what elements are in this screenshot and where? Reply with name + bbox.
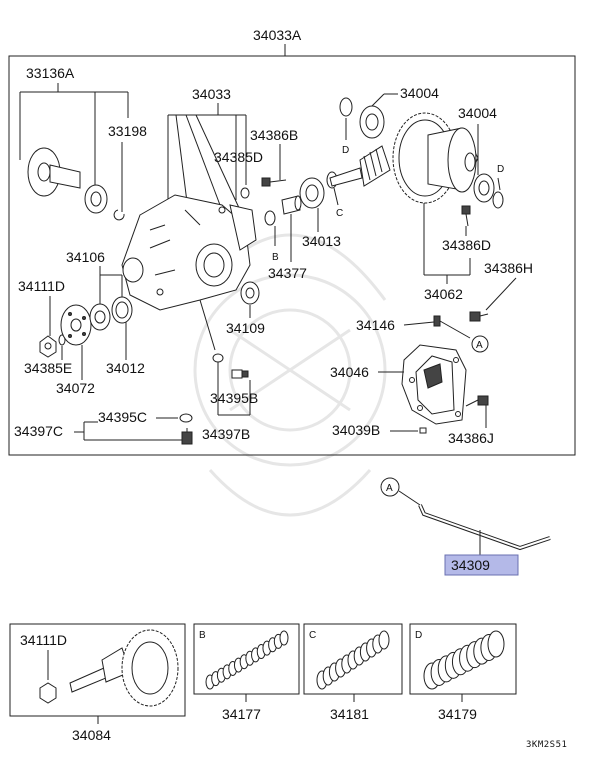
box-D-letter: D — [415, 630, 422, 641]
ref-circle-A-2 — [380, 477, 400, 497]
shim-ring — [487, 630, 505, 658]
oil-seal-33136 — [84, 184, 108, 214]
callout-34039B: 34039B — [332, 422, 380, 438]
letter-D-left: D — [342, 145, 349, 156]
callout-34111D-sub: 34111D — [20, 632, 67, 648]
callout-34004-right: 34004 — [458, 105, 497, 121]
vent-hose-34309 — [418, 504, 551, 551]
bearing-34012 — [111, 296, 133, 324]
box-D — [409, 623, 517, 695]
callout-33136A: 33136A — [26, 65, 75, 81]
bolt-34386J — [465, 395, 489, 407]
callout-34377: 34377 — [268, 265, 307, 281]
letter-C: C — [336, 208, 343, 219]
callout-34012: 34012 — [106, 360, 145, 376]
breather-34146 — [433, 315, 471, 339]
assembly-label: 34033A — [253, 27, 302, 43]
callout-34177: 34177 — [222, 706, 261, 722]
diagram-code: 3KM2S51 — [526, 740, 567, 750]
box-C — [303, 623, 403, 695]
shim-set-D — [423, 630, 505, 690]
callout-34386B: 34386B — [250, 127, 298, 143]
seal-34109 — [240, 281, 260, 305]
plug-34397B — [181, 428, 193, 445]
oil-seal-34106 — [89, 303, 111, 331]
shim-D-left — [339, 97, 353, 117]
callout-34033: 34033 — [192, 86, 231, 102]
shim-ring — [378, 630, 390, 650]
callout-34385E: 34385E — [24, 360, 72, 376]
callout-34395C: 34395C — [98, 409, 147, 425]
shim-D-right — [492, 191, 504, 209]
bearing-34004-left — [359, 105, 385, 139]
letter-D-right: D — [497, 164, 504, 175]
companion-flange — [27, 147, 81, 197]
plug-34395B — [231, 369, 249, 379]
ring-pinion-set — [69, 629, 179, 707]
shim-set-C — [316, 630, 390, 690]
callout-34106: 34106 — [66, 249, 105, 265]
callout-34181: 34181 — [330, 706, 369, 722]
bolt-34386H — [469, 311, 489, 322]
callout-34386J: 34386J — [448, 430, 494, 446]
callout-34179: 34179 — [438, 706, 477, 722]
callout-34146: 34146 — [356, 317, 395, 333]
pinion-nut — [39, 682, 57, 704]
callout-34386D: 34386D — [442, 237, 491, 253]
callout-34309-highlight — [444, 554, 519, 576]
rear-cover-34046 — [401, 344, 467, 425]
watermark-emblem — [193, 233, 387, 517]
callout-34004-left: 34004 — [400, 85, 439, 101]
bearing-34004-right — [473, 173, 495, 203]
bearing-34013 — [299, 177, 325, 209]
bolt-34386D — [461, 205, 471, 227]
callout-34046: 34046 — [330, 364, 369, 380]
shim-ring — [279, 630, 289, 646]
shim-set-B — [205, 630, 289, 690]
box-B-letter: B — [199, 630, 206, 641]
gasket-34395B-a — [212, 353, 224, 363]
callout-34084: 34084 — [72, 727, 111, 743]
washer-34385D — [240, 187, 250, 199]
snap-ring-33198 — [113, 209, 125, 221]
callout-34013: 34013 — [302, 233, 341, 249]
differential-case — [427, 127, 479, 193]
callout-34309: 34309 — [451, 557, 490, 573]
callout-34385D: 34385D — [214, 149, 263, 165]
callout-34397C: 34397C — [14, 423, 63, 439]
letter-A-ref: A — [476, 340, 483, 351]
callout-34397B: 34397B — [202, 426, 250, 442]
gasket-34395C — [179, 413, 193, 423]
callout-34386H: 34386H — [484, 260, 533, 276]
callout-34072: 34072 — [56, 380, 95, 396]
callout-33198: 33198 — [108, 123, 147, 139]
lock-nut-34111D — [39, 335, 57, 358]
pin-34039B — [419, 427, 427, 434]
letter-A-ref-2: A — [386, 483, 393, 494]
callout-34111D: 34111D — [18, 278, 65, 294]
box-C-letter: C — [309, 630, 316, 641]
differential-carrier — [121, 194, 257, 311]
ref-circle-A — [471, 335, 489, 353]
callout-34109: 34109 — [226, 320, 265, 336]
assembly-frame — [8, 55, 576, 456]
collapsible-spacer-34377 — [281, 195, 302, 215]
bolt-34386B — [261, 177, 287, 187]
flange-34072 — [60, 304, 92, 346]
letter-B: B — [272, 252, 279, 263]
spacer-ring — [264, 210, 276, 226]
callout-34062: 34062 — [424, 286, 463, 302]
drive-pinion — [329, 145, 391, 187]
washer-34385E — [58, 334, 66, 346]
callout-34395B: 34395B — [210, 390, 258, 406]
